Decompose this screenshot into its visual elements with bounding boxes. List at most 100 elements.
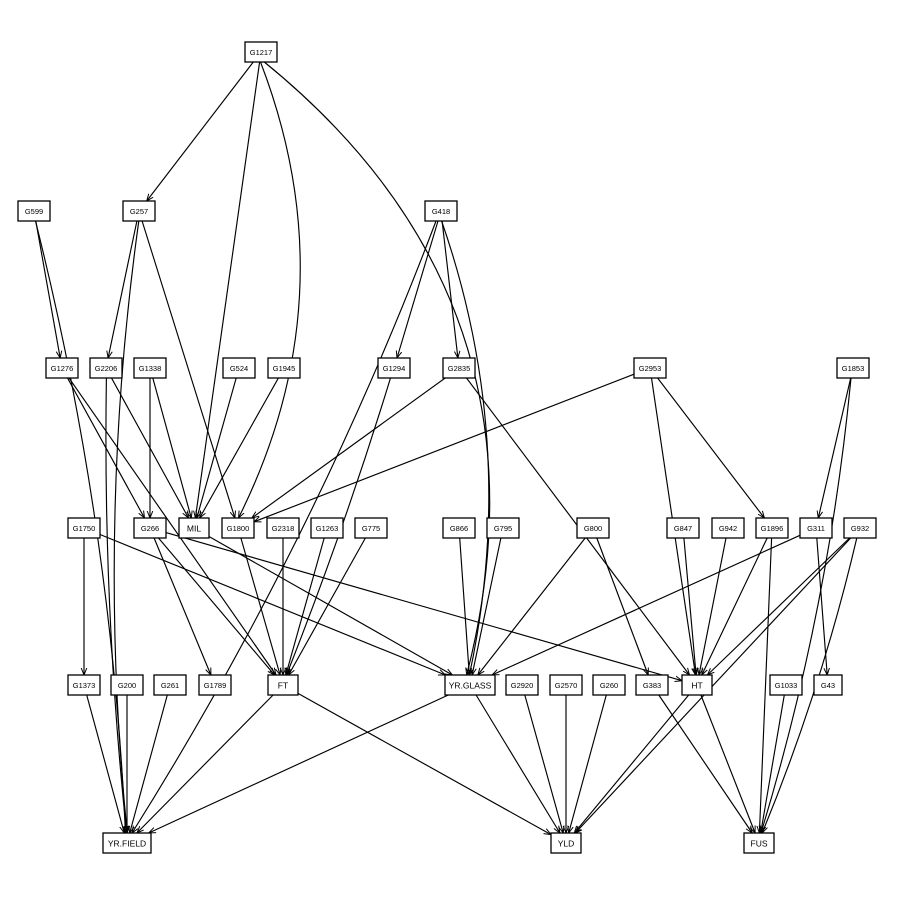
node-g800[interactable]: G800 (576, 517, 610, 539)
node-label: FUS (751, 839, 768, 849)
node-g942[interactable]: G942 (711, 517, 745, 539)
node-g866[interactable]: G866 (442, 517, 476, 539)
node-box (486, 517, 520, 539)
node-g1750[interactable]: G1750 (67, 517, 101, 539)
node-g261[interactable]: G261 (153, 674, 187, 696)
node-label: G257 (130, 207, 148, 216)
node-label: G266 (141, 524, 159, 533)
node-label: G1294 (383, 364, 406, 373)
node-g266[interactable]: G266 (133, 517, 167, 539)
node-box (17, 200, 51, 222)
node-g1945[interactable]: G1945 (267, 357, 301, 379)
node-yr-field[interactable]: YR.FIELD (102, 832, 152, 854)
node-g1217[interactable]: G1217 (244, 41, 278, 63)
edge-g311-to-g43 (816, 537, 827, 675)
node-label: G1263 (316, 524, 339, 533)
node-box (244, 41, 278, 63)
edge-g257-to-g1800 (141, 220, 235, 518)
node-g2570[interactable]: G2570 (549, 674, 583, 696)
node-label: G261 (161, 681, 179, 690)
node-g418[interactable]: G418 (424, 200, 458, 222)
edge-g311-to-yr-glass (492, 534, 801, 675)
edge-g942-to-ht (699, 537, 727, 675)
node-label: FT (278, 681, 288, 691)
node-mil[interactable]: MIL (178, 517, 210, 539)
edge-ft-to-yr-field (137, 694, 274, 833)
node-g1373[interactable]: G1373 (67, 674, 101, 696)
node-box (843, 517, 877, 539)
node-g1896[interactable]: G1896 (755, 517, 789, 539)
node-g599[interactable]: G599 (17, 200, 51, 222)
node-g1276[interactable]: G1276 (45, 357, 79, 379)
node-box (813, 674, 843, 696)
node-box (67, 674, 101, 696)
node-g200[interactable]: G200 (110, 674, 144, 696)
edge-g800-to-yr-glass (478, 537, 586, 675)
edge-g260-to-yld (569, 694, 607, 833)
edge-g1750-to-yr-glass (99, 533, 445, 676)
edge-g524-to-mil (197, 377, 237, 518)
edge-g1033-to-fus (761, 694, 785, 833)
node-label: G847 (674, 524, 692, 533)
node-label: G1896 (761, 524, 784, 533)
edge-ht-to-yld (574, 694, 690, 833)
node-yld[interactable]: YLD (550, 832, 582, 854)
node-g2953[interactable]: G2953 (633, 357, 667, 379)
node-g383[interactable]: G383 (635, 674, 669, 696)
node-label: G1276 (51, 364, 74, 373)
node-g260[interactable]: G260 (592, 674, 626, 696)
node-g1294[interactable]: G1294 (377, 357, 411, 379)
node-box (550, 832, 582, 854)
node-box (153, 674, 187, 696)
node-g1338[interactable]: G1338 (133, 357, 167, 379)
edge-g1373-to-yr-field (86, 694, 125, 833)
node-g932[interactable]: G932 (843, 517, 877, 539)
node-label: G1033 (775, 681, 798, 690)
node-g524[interactable]: G524 (222, 357, 256, 379)
edge-g1217-to-mil (195, 61, 261, 518)
node-yr-glass[interactable]: YR.GLASS (444, 674, 496, 696)
edge-g1896-to-fus (759, 537, 773, 833)
node-g2920[interactable]: G2920 (505, 674, 539, 696)
node-ft[interactable]: FT (267, 674, 299, 696)
edge-g418-to-g1294 (397, 220, 439, 358)
node-g775[interactable]: G775 (354, 517, 388, 539)
node-box (576, 517, 610, 539)
edge-g795-to-yr-glass (472, 537, 502, 675)
node-g795[interactable]: G795 (486, 517, 520, 539)
node-g2318[interactable]: G2318 (266, 517, 300, 539)
node-g847[interactable]: G847 (666, 517, 700, 539)
node-ht[interactable]: HT (681, 674, 713, 696)
edge-g1853-to-fus (761, 377, 852, 833)
node-fus[interactable]: FUS (743, 832, 775, 854)
node-label: G1338 (139, 364, 162, 373)
edge-g1338-to-mil (152, 377, 192, 518)
edge-g932-to-ht (707, 537, 850, 675)
node-box (549, 674, 583, 696)
node-box (122, 200, 156, 222)
node-g257[interactable]: G257 (122, 200, 156, 222)
edge-g418-to-yr-glass (441, 220, 490, 675)
node-label: G1217 (250, 48, 273, 57)
node-g1263[interactable]: G1263 (310, 517, 344, 539)
node-box (221, 517, 255, 539)
node-box (266, 517, 300, 539)
edge-g1217-to-g1800 (239, 61, 301, 518)
node-box (198, 674, 232, 696)
node-g1033[interactable]: G1033 (769, 674, 803, 696)
node-box (666, 517, 700, 539)
node-box (310, 517, 344, 539)
node-g1853[interactable]: G1853 (836, 357, 870, 379)
node-g43[interactable]: G43 (813, 674, 843, 696)
node-box (45, 357, 79, 379)
node-g311[interactable]: G311 (799, 517, 833, 539)
node-box (799, 517, 833, 539)
edge-g775-to-ft (289, 537, 366, 675)
node-g1800[interactable]: G1800 (221, 517, 255, 539)
node-box (110, 674, 144, 696)
node-label: G775 (362, 524, 380, 533)
node-g2206[interactable]: G2206 (89, 357, 123, 379)
node-g1789[interactable]: G1789 (198, 674, 232, 696)
node-g2835[interactable]: G2835 (442, 357, 476, 379)
edge-mil-to-yr-glass (208, 536, 452, 676)
